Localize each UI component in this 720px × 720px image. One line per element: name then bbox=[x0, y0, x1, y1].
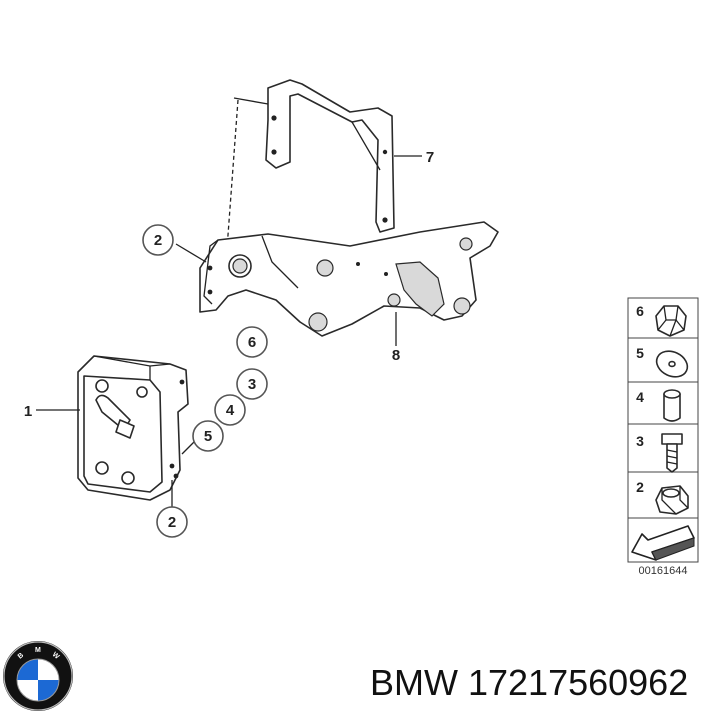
callout-7: 7 bbox=[426, 149, 434, 166]
diagram-number: 00161644 bbox=[639, 565, 688, 577]
callout-8: 8 bbox=[392, 347, 400, 364]
callout-4: 4 bbox=[214, 394, 246, 426]
callout-3-label: 3 bbox=[248, 376, 256, 393]
direction-arrow-icon bbox=[631, 525, 695, 561]
legend-6-number: 6 bbox=[636, 303, 644, 319]
callout-2-upper: 2 bbox=[142, 224, 174, 256]
callout-1: 1 bbox=[24, 403, 32, 420]
callout-5: 5 bbox=[192, 420, 224, 452]
bolt-icon bbox=[661, 433, 683, 473]
parts-legend-panel: 6 5 4 3 2 bbox=[627, 297, 699, 563]
callout-8-label: 8 bbox=[392, 347, 400, 364]
callout-3: 3 bbox=[236, 368, 268, 400]
callout-7-label: 7 bbox=[426, 149, 434, 166]
legend-5-number: 5 bbox=[636, 345, 644, 361]
callout-1-label: 1 bbox=[24, 403, 32, 420]
washer-icon bbox=[655, 350, 689, 378]
svg-text:M: M bbox=[35, 647, 41, 654]
callout-2-lower: 2 bbox=[156, 506, 188, 538]
legend-3-number: 3 bbox=[636, 433, 644, 449]
bmw-logo: B M W bbox=[3, 641, 73, 711]
callout-6: 6 bbox=[236, 326, 268, 358]
leader-2a bbox=[175, 243, 207, 263]
hex-nut-icon bbox=[655, 485, 689, 515]
part-number-caption: BMW 17217560962 bbox=[370, 662, 689, 703]
alignment-line bbox=[225, 99, 239, 263]
oil-cooler-part-1 bbox=[77, 355, 189, 501]
legend-4-number: 4 bbox=[636, 389, 644, 405]
sleeve-icon bbox=[663, 389, 681, 422]
upper-bracket-part-7 bbox=[265, 79, 395, 233]
legend-2-number: 2 bbox=[636, 479, 644, 495]
callout-2-upper-label: 2 bbox=[154, 232, 162, 249]
svg-text:B: B bbox=[17, 652, 25, 661]
alignment-line-top bbox=[233, 97, 269, 105]
callout-4-label: 4 bbox=[226, 402, 235, 419]
carrier-bracket-part-8 bbox=[199, 221, 499, 337]
callout-6-label: 6 bbox=[248, 334, 256, 351]
rubber-mount-icon bbox=[655, 305, 687, 337]
svg-text:W: W bbox=[51, 651, 61, 661]
callout-2-lower-label: 2 bbox=[168, 514, 176, 531]
callout-5-label: 5 bbox=[204, 428, 212, 445]
